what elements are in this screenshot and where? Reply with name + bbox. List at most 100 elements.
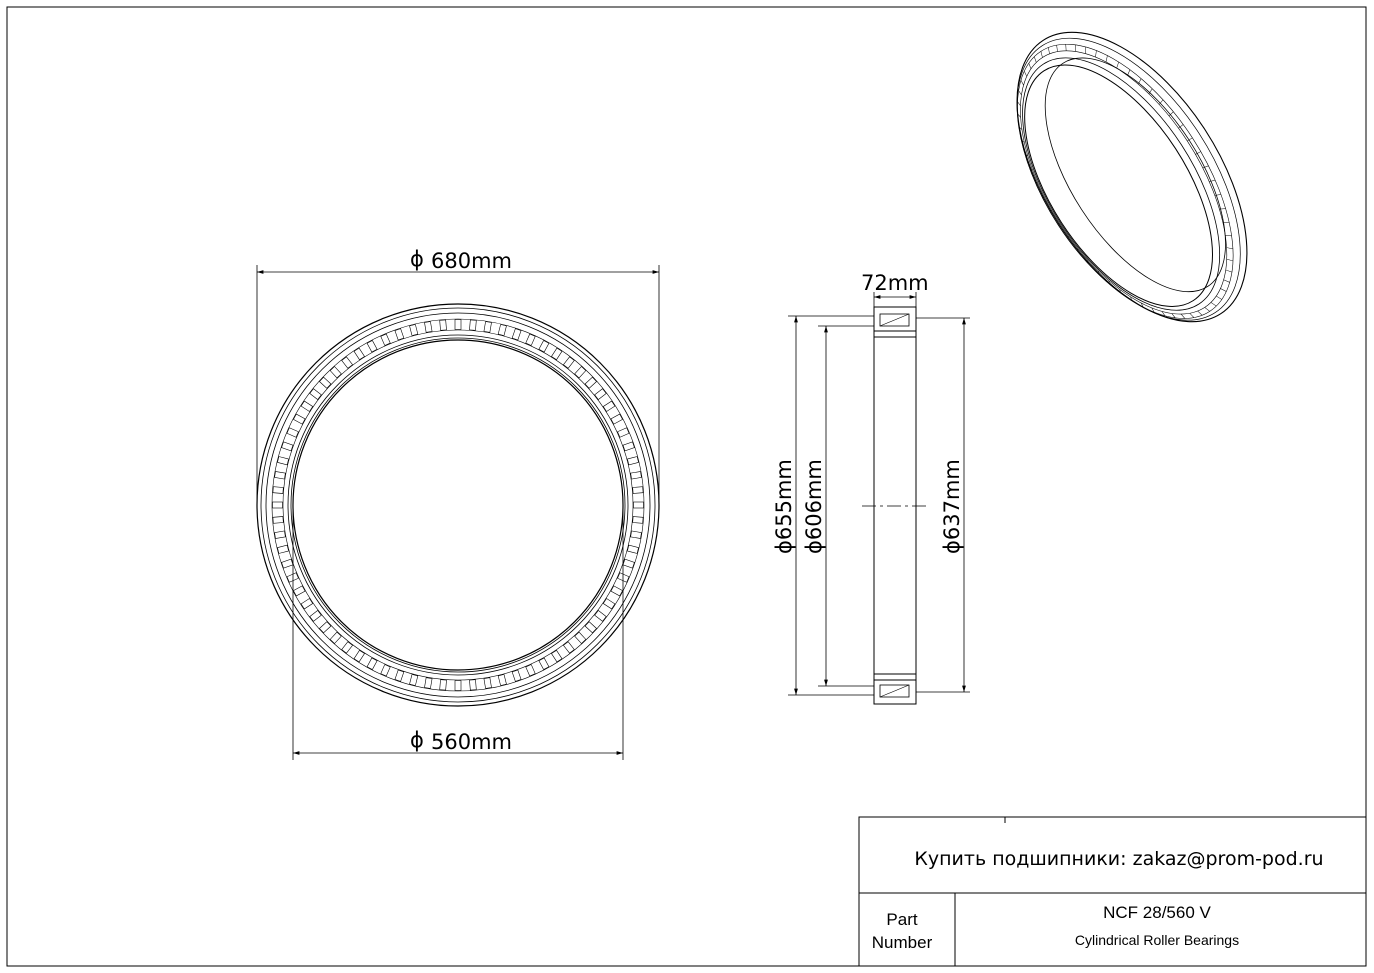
iso-roller (1159, 99, 1164, 105)
iso-roller (1108, 280, 1110, 285)
roller (617, 427, 630, 438)
roller (511, 669, 522, 682)
roller (632, 486, 644, 494)
roller (424, 677, 433, 689)
iso-roller (1018, 126, 1023, 130)
iso-roller (1029, 168, 1033, 170)
roller (439, 679, 447, 691)
roller (319, 621, 332, 634)
iso-roller (1056, 45, 1058, 52)
iso-roller (1168, 111, 1174, 117)
roller-inner-path (282, 329, 634, 681)
roller (293, 585, 306, 597)
iso-roller (1049, 210, 1052, 212)
front-view: ϕ 680mm ϕ 560mm (256, 247, 660, 760)
roller (319, 376, 332, 389)
roller (341, 641, 353, 654)
inner-ring-outer-edge (287, 334, 629, 676)
iso-roller (1220, 288, 1227, 292)
iso-roller (1024, 71, 1027, 77)
iso-roller (1204, 307, 1210, 312)
iso-roller (1119, 289, 1121, 294)
iso-roller (1035, 182, 1038, 184)
iso-roller (1042, 196, 1045, 198)
roller (630, 530, 642, 539)
iso-roller (1098, 271, 1099, 275)
roller (394, 669, 405, 682)
roller (309, 388, 322, 400)
contact-text: Купить подшипники: zakaz@prom-pod.ru (914, 848, 1323, 870)
roller (617, 572, 630, 583)
d637-diameter-symbol: ϕ (940, 540, 964, 554)
roller (286, 427, 299, 438)
roller (272, 516, 284, 524)
d637-dimension-label: ϕ637mm (940, 459, 964, 554)
iso-roller (1226, 247, 1233, 250)
outer-ring-inner-edge (265, 312, 651, 698)
iso-roller (1076, 248, 1079, 252)
iso-inner-ring (1022, 57, 1221, 311)
d655-value: 655mm (772, 459, 796, 540)
bottom-roller-diagonal (879, 684, 910, 698)
iso-roller (1171, 313, 1176, 318)
top-roller-diagonal (879, 313, 910, 327)
width-dimension-label: 72mm (861, 271, 929, 295)
iso-roller (1210, 302, 1217, 307)
roller (329, 366, 342, 379)
iso-roller (1116, 61, 1119, 69)
roller (584, 376, 597, 389)
iso-roller (1180, 313, 1186, 319)
iso-roller (1216, 295, 1222, 300)
roller (274, 471, 286, 480)
roller (424, 321, 433, 333)
roller (594, 610, 607, 622)
roller (380, 664, 391, 677)
roller (329, 631, 342, 644)
roller (563, 356, 575, 369)
od-diameter-symbol: ϕ (410, 247, 424, 271)
roller (574, 631, 587, 644)
bore-diameter-symbol: ϕ (410, 728, 424, 752)
iso-roller (1151, 307, 1155, 313)
iso-roller (1197, 310, 1203, 316)
roller (394, 328, 405, 341)
roller (538, 657, 550, 670)
iso-roller (1017, 113, 1021, 118)
part-label-line1: Part (886, 910, 917, 929)
iso-roller (1075, 44, 1076, 52)
roller (380, 333, 391, 346)
roller (277, 456, 289, 466)
roller (497, 674, 507, 686)
roller (309, 610, 322, 622)
iso-roller (1034, 56, 1037, 63)
iso-roller (1189, 313, 1195, 318)
roller (409, 674, 419, 686)
iso-roller (1225, 235, 1232, 237)
iso-roller (1095, 50, 1097, 58)
d606-dimension-label: ϕ606mm (802, 459, 826, 554)
iso-roller (1028, 63, 1032, 69)
roller (584, 621, 597, 634)
iso-roller (1017, 101, 1021, 106)
title-block: Купить подшипники: zakaz@prom-pod.ru Par… (858, 816, 1367, 967)
isometric-view (1016, 31, 1248, 323)
roller (632, 516, 644, 524)
bore-chamfer (290, 337, 626, 673)
roller (483, 321, 492, 333)
roller-set (272, 319, 644, 691)
roller (610, 413, 623, 425)
d637-value: 637mm (940, 459, 964, 540)
roller (353, 649, 365, 663)
top-roller (879, 313, 910, 327)
roller (277, 544, 289, 554)
iso-roller (1223, 279, 1230, 283)
iso-roller-inner (1020, 50, 1228, 315)
d655-diameter-symbol: ϕ (772, 540, 796, 554)
roller (525, 333, 536, 346)
section-view: 72mm ϕ655mm ϕ606mm ϕ637mm (772, 271, 970, 705)
iso-roller (1225, 269, 1233, 273)
part-label-line2: Number (872, 933, 933, 952)
roller (341, 356, 353, 369)
roller (497, 324, 507, 336)
